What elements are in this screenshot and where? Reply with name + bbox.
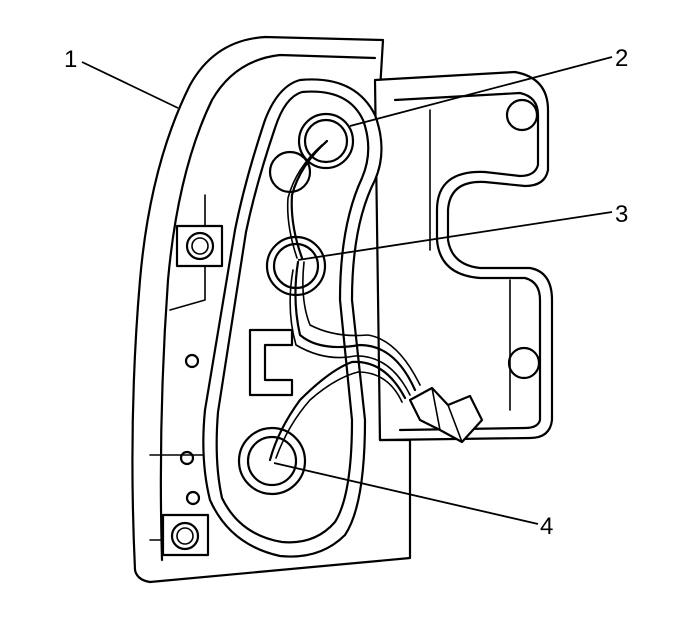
callout-3: 3 xyxy=(615,201,628,228)
mounting-boss-lower xyxy=(161,513,210,557)
leader-line-1 xyxy=(81,61,179,109)
bulb-socket-4 xyxy=(237,426,307,496)
wiring-harness xyxy=(268,139,421,462)
leader-line-3 xyxy=(297,211,613,261)
small-pins xyxy=(179,353,201,506)
leader-lines xyxy=(81,56,613,525)
leader-line-2 xyxy=(349,56,613,127)
callout-1: 1 xyxy=(64,46,77,73)
callout-2: 2 xyxy=(615,45,628,72)
connector-bracket xyxy=(248,328,294,397)
callout-4: 4 xyxy=(540,513,553,540)
electrical-connector xyxy=(408,386,484,444)
mounting-boss-upper xyxy=(175,224,224,268)
leader-line-4 xyxy=(273,462,539,525)
back-plate xyxy=(373,70,554,442)
